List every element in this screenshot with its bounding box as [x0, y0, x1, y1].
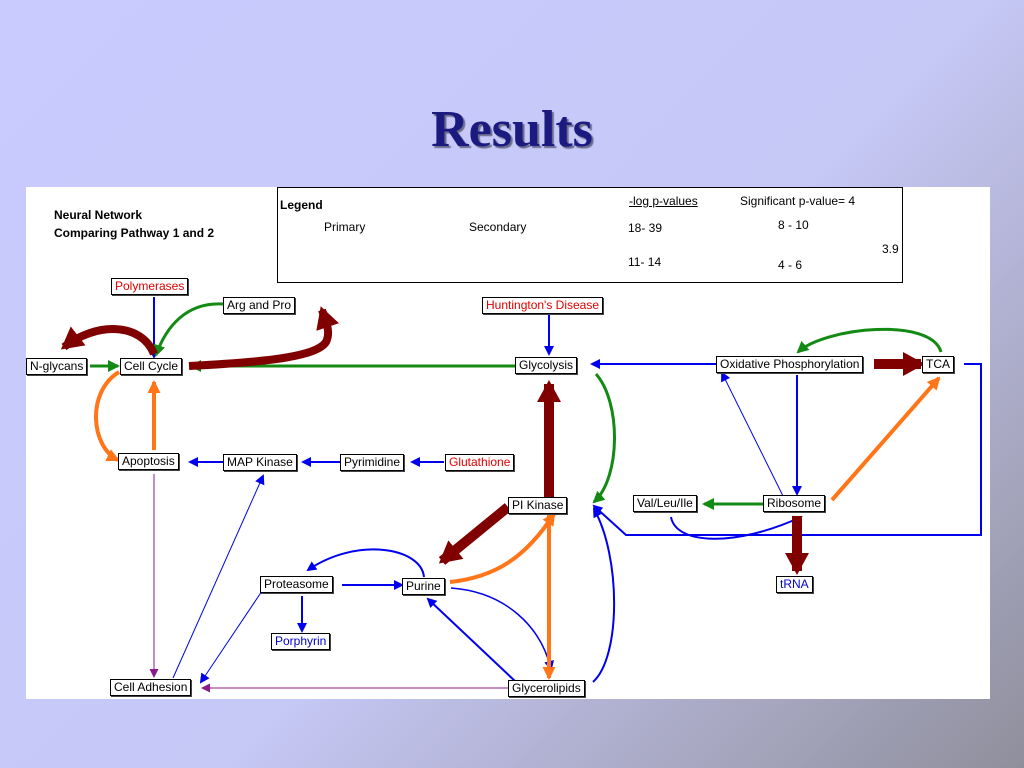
- edge-purine-proteasome: [306, 548, 425, 578]
- edge-purine-pikinase: [449, 512, 556, 584]
- node-cell-adhesion[interactable]: Cell Adhesion: [110, 679, 192, 696]
- node-val-leu-ile[interactable]: Val/Leu/Ile: [633, 495, 697, 512]
- legend-range-3.9: 3.9: [882, 242, 899, 256]
- legend-primary-label: Primary: [324, 220, 366, 234]
- edge-cellcycle-nglycans: [60, 325, 158, 356]
- node-trna[interactable]: tRNA: [776, 576, 813, 593]
- node-ribosome[interactable]: Ribosome: [763, 495, 826, 512]
- legend-secondary-label: Secondary: [469, 220, 527, 234]
- edge-glycerolipids-pikinase: [592, 507, 616, 683]
- legend-significant-pvalue: Significant p-value= 4: [740, 194, 856, 208]
- node-pi-kinase[interactable]: PI Kinase: [508, 497, 568, 514]
- edge-pikinase-purine: [438, 503, 512, 565]
- node-porphyrin[interactable]: Porphyrin: [271, 633, 331, 650]
- edge-cellcycle-argpro: [188, 306, 340, 370]
- edge-celladhesion-mapkinase: [172, 474, 265, 679]
- edge-cellcycle-apoptosis: [94, 370, 121, 462]
- node-glutathione[interactable]: Glutathione: [445, 454, 515, 471]
- network-edges: [60, 216, 982, 693]
- node-polymerases[interactable]: Polymerases: [111, 278, 189, 295]
- edge-tca-pikinase: [592, 363, 982, 536]
- network-subtitle-line2: Comparing Pathway 1 and 2: [54, 226, 215, 240]
- node-pyrimidine[interactable]: Pyrimidine: [340, 454, 405, 471]
- legend-log-pvalues-header: -log p-values: [629, 194, 698, 208]
- edge-ribosome-oxphos: [721, 371, 784, 497]
- node-n-glycans[interactable]: N-glycans: [26, 358, 88, 375]
- edge-glycerolipids-purine: [426, 597, 517, 683]
- legend-range-8-10: 8 - 10: [778, 218, 809, 232]
- legend-range-11-14: 11- 14: [628, 255, 662, 269]
- node-glycerolipids[interactable]: Glycerolipids: [508, 680, 585, 697]
- slide-title: Results: [431, 101, 593, 158]
- legend-range-18-39: 18- 39: [628, 221, 663, 235]
- legend-box: [277, 187, 903, 283]
- node-arg-and-pro[interactable]: Arg and Pro: [223, 297, 296, 314]
- node-purine[interactable]: Purine: [402, 578, 445, 595]
- node-map-kinase[interactable]: MAP Kinase: [223, 454, 297, 471]
- legend-heading: Legend: [280, 198, 323, 212]
- edge-proteasome-celladhesion: [199, 590, 263, 684]
- node-glycolysis[interactable]: Glycolysis: [515, 357, 578, 374]
- edge-argpro-cellcycle: [153, 302, 224, 357]
- node-oxidative-phosphorylation[interactable]: Oxidative Phosphorylation: [716, 356, 864, 373]
- node-tca[interactable]: TCA: [922, 356, 954, 373]
- edge-tca-oxphos: [796, 327, 943, 354]
- edge-valleuile-ribosome: [670, 515, 803, 540]
- node-apoptosis[interactable]: Apoptosis: [118, 453, 179, 470]
- node-proteasome[interactable]: Proteasome: [260, 576, 333, 593]
- network-diagram-panel: Neural Network Comparing Pathway 1 and 2…: [26, 187, 990, 699]
- edge-glycolysis-pikinase: [592, 373, 616, 504]
- edge-purine-glycerolipids: [450, 587, 555, 671]
- node-huntingtons-disease[interactable]: Huntington's Disease: [482, 297, 604, 314]
- node-cell-cycle[interactable]: Cell Cycle: [120, 358, 183, 375]
- edge-ribosome-tca: [830, 376, 941, 502]
- legend-range-4-6: 4 - 6: [778, 258, 803, 272]
- network-subtitle-line1: Neural Network: [54, 208, 143, 222]
